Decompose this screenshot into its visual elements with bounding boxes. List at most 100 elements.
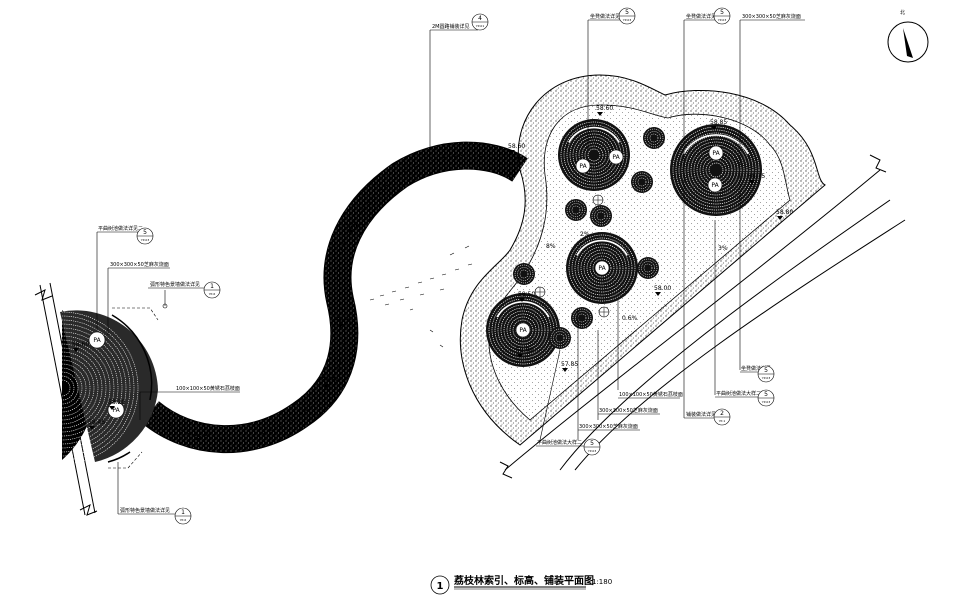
elevation-value: 58.50 xyxy=(518,291,535,298)
drawing-title: 1 荔枝林索引、标高、铺装平面图 1:180 xyxy=(430,574,612,595)
elevation-value: 58.75 xyxy=(748,173,765,180)
callout-c2: 坐凳做法详见 5 YP-03 xyxy=(588,7,636,25)
small-tree-pit xyxy=(643,127,665,149)
elevation-marker: 58.50 xyxy=(518,291,535,302)
callout-num: 1 xyxy=(181,509,185,516)
callout-text: 坐凳做法详见 xyxy=(741,365,771,372)
callout-c5: 平曲树池做法详见二 5 YP-03 xyxy=(97,225,154,245)
callout-c15: 平曲树池做法大样二 5 YP-03 xyxy=(715,389,775,407)
tree-pa-label: PA xyxy=(712,150,720,157)
callout-num: 5 xyxy=(764,367,768,374)
elevation-value: 58.20 xyxy=(108,399,125,406)
curved-walkway xyxy=(141,141,528,453)
callout-num: 5 xyxy=(625,9,629,16)
tree-pa-label: PA xyxy=(519,327,527,334)
callout-text: 平曲树池做法大样二 xyxy=(537,439,582,446)
tree-pa-marker: PA xyxy=(515,322,531,338)
small-tree-pit xyxy=(513,263,535,285)
callout-sub: YP-03 xyxy=(141,238,150,242)
callout-sub: YP-6 xyxy=(180,518,187,522)
slope-label: 8% xyxy=(546,243,556,250)
callout-leaders xyxy=(96,20,741,514)
slope-label: 3% xyxy=(718,245,728,252)
elevation-marker: 58.20 xyxy=(108,399,125,410)
tree-pa-marker: PA xyxy=(608,149,624,165)
callout-c10: 100×100×50黄锈石荔枝面 xyxy=(618,391,683,399)
callout-c13: 平曲树池做法大样二 5 YP-03 xyxy=(536,438,601,456)
callout-sub: YP-03 xyxy=(623,18,632,22)
callout-text: 300×300×50芝麻灰烧面 xyxy=(579,423,638,430)
elevation-marker: 58.80 xyxy=(776,209,793,220)
tree-pa-label: PA xyxy=(579,163,587,170)
elevation-marker: 58.60 xyxy=(72,341,89,352)
callout-sub: YP-03 xyxy=(762,376,771,380)
callout-sub: YP-1 xyxy=(719,419,726,423)
callout-sub: YP-01 xyxy=(476,24,485,28)
callout-text: 300×300×50芝麻灰烧面 xyxy=(742,13,801,20)
slope-label: 2% xyxy=(580,231,590,238)
small-tree-pit xyxy=(637,257,659,279)
lamp-marker xyxy=(598,306,610,318)
callout-sub: YP-6 xyxy=(209,292,216,296)
small-tree-pit xyxy=(549,327,571,349)
elevation-marker: 58.75 xyxy=(748,173,765,184)
callout-num: 4 xyxy=(478,15,482,22)
elevation-value: 58.80 xyxy=(776,209,793,216)
callout-c1: 2M圆路铺装详见 4 YP-01 xyxy=(430,13,489,31)
tree-pa-label: PA xyxy=(112,407,120,414)
tree-pa-marker: PA xyxy=(88,331,106,349)
callout-text: 弧形特色景墙做法详见 xyxy=(120,507,170,514)
callout-c6: 300×300×50芝麻灰烧面 xyxy=(108,261,170,269)
title-number: 1 xyxy=(437,581,444,592)
tree-pa-label: PA xyxy=(612,154,620,161)
callout-text: 弧形特色景墙做法详见 xyxy=(150,281,200,288)
callout-text: 100×100×50黄锈石荔枝面 xyxy=(176,385,240,392)
callout-num: 5 xyxy=(720,9,724,16)
elevation-value: 57.85 xyxy=(561,361,578,368)
elevation-value: 57.60 xyxy=(346,223,363,230)
elevation-marker: 58.85 xyxy=(710,119,727,130)
tree-pa-label: PA xyxy=(93,337,101,344)
callout-num: 2 xyxy=(720,410,724,417)
callout-text: 300×300×50芝麻灰烧面 xyxy=(110,261,169,268)
elevation-value: 57.69 xyxy=(194,431,211,438)
title-text: 荔枝林索引、标高、铺装平面图 xyxy=(453,574,594,587)
elevation-value: 58.45 xyxy=(88,419,105,426)
elevation-markers: 58.60 58.85 58.75 58.60 58.80 58.00 58.50 57.85… xyxy=(72,105,793,442)
title-scale: 1:180 xyxy=(592,578,612,586)
callout-num: 5 xyxy=(143,229,147,236)
scatter-marks xyxy=(369,245,473,348)
callout-c4: 300×300×50芝麻灰烧面 xyxy=(740,13,805,21)
callout-c16: 坐凳做法详见 5 YP-03 xyxy=(740,365,775,383)
north-label: 北 xyxy=(900,9,905,16)
small-tree-pit xyxy=(571,307,593,329)
lamp-marker xyxy=(534,286,546,298)
callout-c3: 坐凳做法详见 5 YP-03 xyxy=(684,7,731,25)
elevation-value: 58.00 xyxy=(516,347,533,354)
tree-pa-marker: PA xyxy=(575,158,591,174)
road-edge xyxy=(499,154,906,479)
callout-text: 100×100×50黄锈石荔枝面 xyxy=(619,391,683,398)
lamp-marker xyxy=(592,194,604,206)
elevation-marker: 57.85 xyxy=(561,361,578,372)
callout-c8: 100×100×50黄锈石荔枝面 xyxy=(140,385,240,393)
elevation-marker: 58.60 xyxy=(596,105,613,116)
elevation-value: 58.50 xyxy=(322,377,339,384)
callout-text: 平曲树池做法大样二 xyxy=(716,390,761,397)
elevation-marker: 57.69 xyxy=(194,431,211,442)
callout-text: 300×300×50芝麻灰烧面 xyxy=(599,407,658,414)
callout-sub: YP-03 xyxy=(718,18,727,22)
slope-labels: 8% 3% 2% 0.6% xyxy=(546,231,728,322)
elevation-marker: 58.60 xyxy=(508,143,525,154)
elevation-value: 58.30 xyxy=(336,317,353,324)
callout-text: 坐凳做法详见 xyxy=(590,13,620,20)
tree-pit: PA xyxy=(566,232,638,304)
small-tree-pit xyxy=(565,199,587,221)
callout-num: 5 xyxy=(764,391,768,398)
small-tree-pit xyxy=(631,171,653,193)
callout-text: 坐凳做法详见 xyxy=(686,13,716,20)
callout-num: 1 xyxy=(210,283,214,290)
callout-c12: 300×300×50芝麻灰烧面 xyxy=(578,423,640,431)
